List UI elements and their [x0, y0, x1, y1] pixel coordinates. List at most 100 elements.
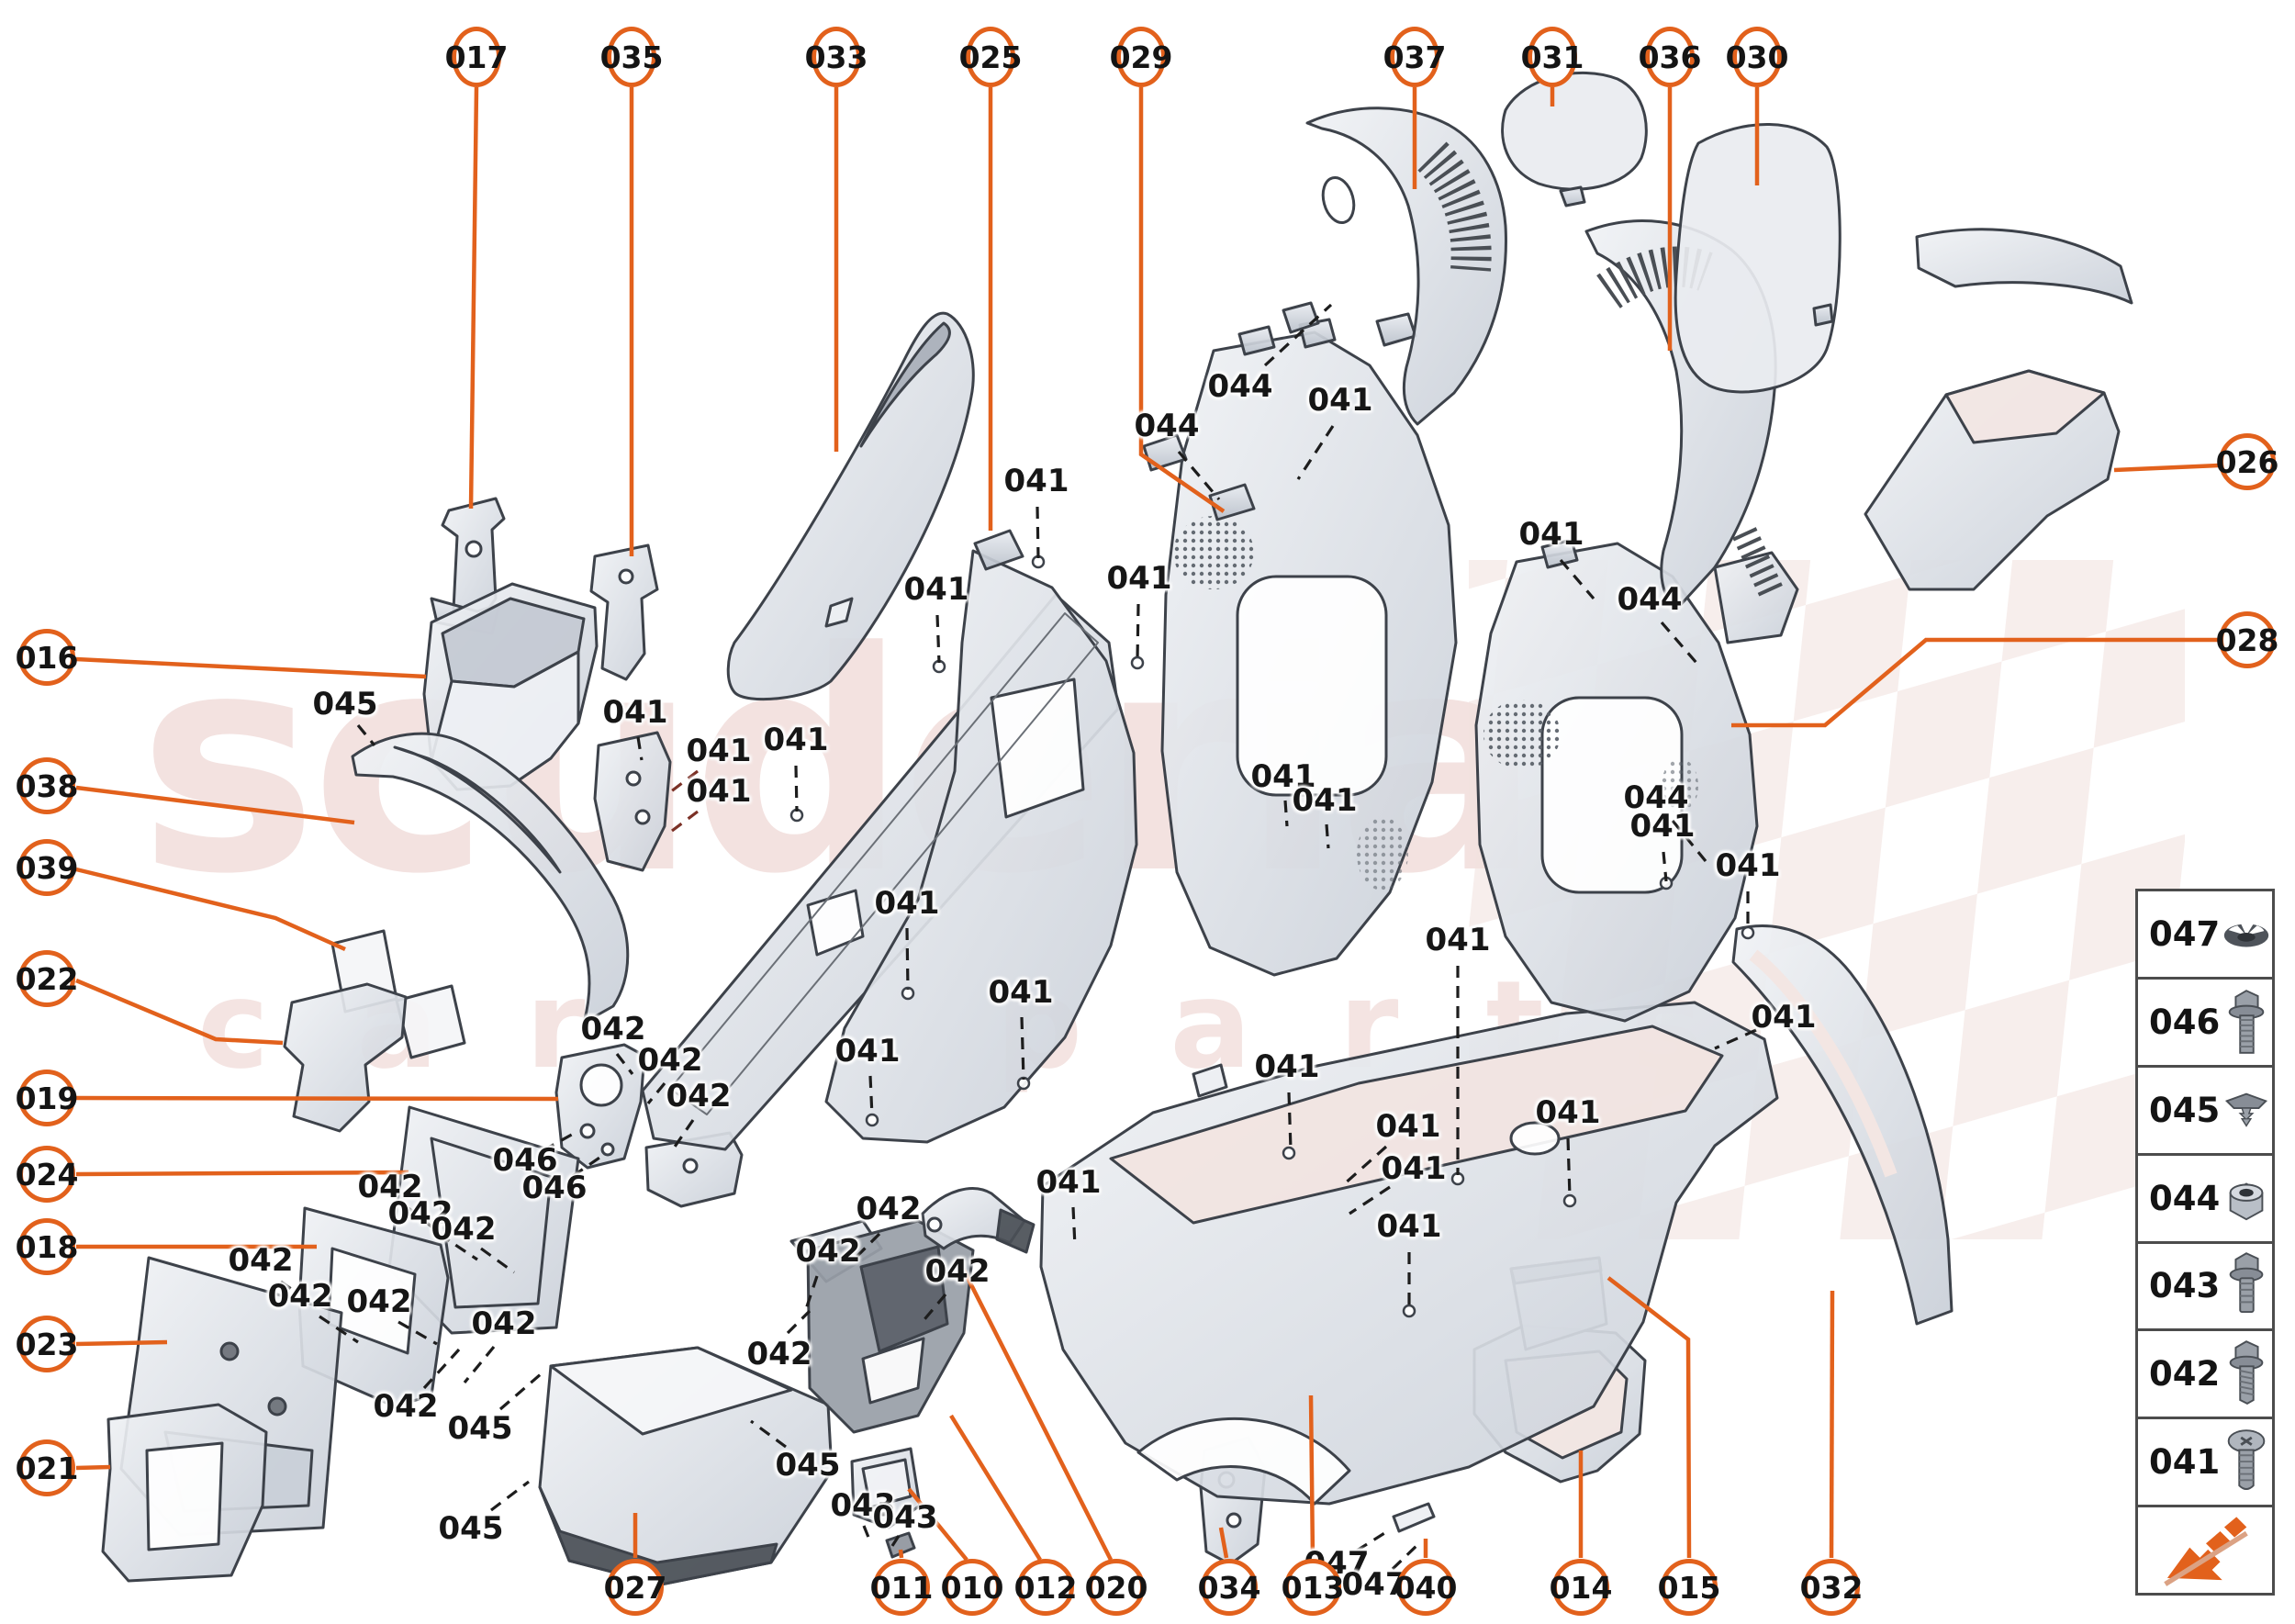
part-026-corner[interactable] — [1864, 228, 2133, 591]
callout-023[interactable]: 023 — [16, 1316, 78, 1372]
callout-021[interactable]: 021 — [16, 1439, 78, 1496]
part-label-041: 041 — [686, 773, 752, 810]
leader-line-034 — [1218, 1527, 1229, 1559]
legend-row-045[interactable]: 045 — [2138, 1068, 2272, 1156]
threaded-bolt-icon — [2229, 1339, 2264, 1405]
part-027-floor[interactable] — [538, 1346, 834, 1586]
callout-035[interactable]: 035 — [600, 27, 663, 87]
part-label-044: 044 — [1623, 779, 1689, 816]
legend-row-043[interactable]: 043 — [2138, 1244, 2272, 1332]
part-010-box[interactable] — [850, 1447, 922, 1529]
part-label-041: 041 — [874, 885, 940, 922]
part-hinge-bracket[interactable] — [593, 731, 672, 872]
callout-027[interactable]: 027 — [604, 1559, 666, 1616]
part-033-panel[interactable] — [726, 311, 975, 701]
part-020-strap[interactable] — [921, 1187, 1036, 1254]
legend-row-044[interactable]: 044 — [2138, 1156, 2272, 1244]
leader-line-012 — [949, 1414, 1042, 1562]
callout-024[interactable]: 024 — [16, 1146, 78, 1203]
callout-016[interactable]: 016 — [16, 629, 78, 686]
part-038-sill[interactable] — [351, 732, 630, 1025]
part-label-042: 042 — [267, 1278, 333, 1315]
dash-line-042-29 — [646, 1081, 666, 1105]
part-016-box[interactable] — [422, 582, 599, 791]
speed-nut-icon — [2224, 924, 2269, 947]
part-030-panel[interactable] — [1674, 123, 1842, 394]
callout-019[interactable]: 019 — [16, 1070, 78, 1126]
leader-line-017 — [468, 86, 479, 510]
legend-part-number: 047 — [2149, 913, 2221, 954]
part-028-speaker-panel[interactable] — [1474, 538, 1759, 1023]
dash-line-044-0 — [1263, 303, 1333, 367]
dash-line-042-34 — [786, 1309, 812, 1335]
leader-line-038 — [75, 785, 355, 825]
part-label-041: 041 — [1425, 922, 1491, 958]
part-011-clip[interactable] — [885, 1531, 916, 1559]
leader-line-016 — [75, 656, 427, 679]
callout-030[interactable]: 030 — [1726, 27, 1788, 87]
callout-020[interactable]: 020 — [1085, 1559, 1148, 1616]
dash-line-041-11 — [935, 614, 941, 664]
callout-032[interactable]: 032 — [1800, 1559, 1863, 1616]
part-035-bracket[interactable] — [589, 543, 659, 681]
dash-line-042-40 — [397, 1320, 438, 1346]
callout-017[interactable]: 017 — [445, 27, 508, 87]
legend-row-046[interactable]: 046 — [2138, 980, 2272, 1068]
callout-012[interactable]: 012 — [1014, 1559, 1077, 1616]
callout-025[interactable]: 025 — [959, 27, 1022, 87]
part-label-041: 041 — [1375, 1108, 1441, 1145]
callout-036[interactable]: 036 — [1639, 27, 1701, 87]
callout-014[interactable]: 014 — [1550, 1559, 1612, 1616]
part-022-bracket[interactable] — [283, 982, 408, 1133]
callout-039[interactable]: 039 — [16, 839, 78, 896]
leader-line-023 — [75, 1339, 168, 1347]
part-mount-plate[interactable] — [644, 1131, 744, 1208]
callout-034[interactable]: 034 — [1198, 1559, 1260, 1616]
callout-038[interactable]: 038 — [16, 757, 78, 814]
callout-013[interactable]: 013 — [1282, 1559, 1344, 1616]
part-019-bracket[interactable] — [554, 1043, 646, 1170]
dash-line-041-10 — [1036, 506, 1040, 559]
leader-line-039 — [75, 867, 346, 952]
legend-part-number: 045 — [2149, 1090, 2221, 1130]
flange-nut-icon — [2229, 1182, 2264, 1221]
part-label-046: 046 — [521, 1170, 588, 1206]
callout-018[interactable]: 018 — [16, 1218, 78, 1275]
dash-line-041-24 — [1349, 1185, 1391, 1215]
callout-031[interactable]: 031 — [1521, 27, 1584, 87]
legend-row-047[interactable]: 047 — [2138, 891, 2272, 980]
callout-022[interactable]: 022 — [16, 950, 78, 1007]
part-032-pillar-trim[interactable] — [1731, 924, 1954, 1326]
callout-028[interactable]: 028 — [2216, 611, 2278, 668]
legend-row-041[interactable]: 041 — [2138, 1419, 2272, 1508]
part-label-041: 041 — [1307, 382, 1373, 419]
callout-010[interactable]: 010 — [941, 1559, 1003, 1616]
callout-033[interactable]: 033 — [805, 27, 868, 87]
legend-part-number: 046 — [2149, 1002, 2221, 1042]
part-label-042: 042 — [795, 1233, 861, 1270]
callout-026[interactable]: 026 — [2216, 433, 2278, 490]
dash-line-045-43 — [356, 723, 376, 747]
part-012-bracket-assembly[interactable] — [789, 1219, 975, 1434]
callout-037[interactable]: 037 — [1383, 27, 1446, 87]
dash-line-041-9 — [1566, 1137, 1572, 1198]
callout-011[interactable]: 011 — [870, 1559, 933, 1616]
dash-line-045-45 — [490, 1480, 530, 1512]
part-040-strip[interactable] — [1392, 1502, 1436, 1533]
part-021-frame[interactable] — [101, 1403, 268, 1583]
legend-row-042[interactable]: 042 — [2138, 1331, 2272, 1420]
part-label-045: 045 — [775, 1447, 841, 1484]
dash-line-041-13 — [794, 765, 799, 812]
leader-line-026 — [2113, 463, 2219, 473]
dash-line-041-15 — [666, 769, 699, 797]
leader-line-024 — [75, 1170, 409, 1177]
callout-040[interactable]: 040 — [1394, 1559, 1457, 1616]
callout-015[interactable]: 015 — [1658, 1559, 1720, 1616]
part-label-041: 041 — [903, 571, 969, 608]
dash-line-041-12 — [1136, 603, 1140, 660]
part-label-041: 041 — [763, 722, 829, 758]
part-037-vent[interactable] — [1305, 106, 1507, 426]
part-label-042: 042 — [666, 1078, 732, 1114]
callout-029[interactable]: 029 — [1110, 27, 1172, 87]
